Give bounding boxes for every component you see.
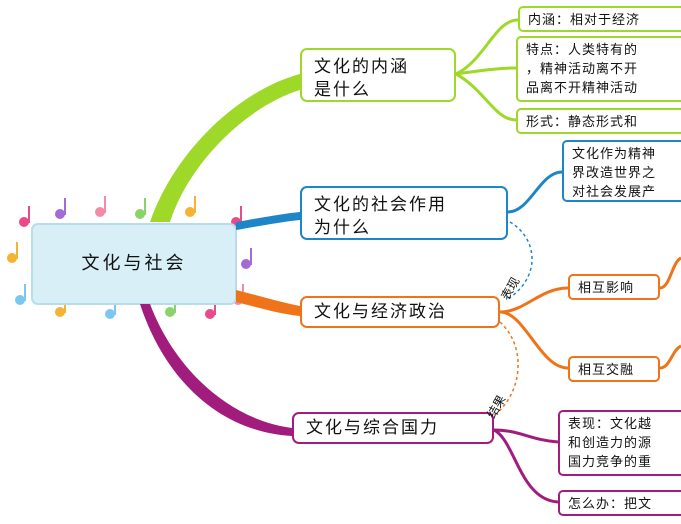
branch-culture-role[interactable]: 文化的社会作用 为什么 bbox=[300, 186, 508, 240]
orange-trunk bbox=[236, 290, 300, 316]
green-trunk bbox=[150, 74, 300, 222]
blue-trunk bbox=[236, 212, 300, 230]
leaf-role-description[interactable]: 文化作为精神 界改造世界之 对社会发展产 bbox=[562, 140, 681, 202]
central-node-shape bbox=[31, 223, 237, 305]
branch-culture-econ-politics[interactable]: 文化与经济政治 bbox=[300, 296, 500, 328]
leaf-power-manifestation[interactable]: 表现：文化越 和创造力的源 国力竞争的重 bbox=[558, 410, 681, 476]
central-topic[interactable]: 文化与社会 bbox=[81, 253, 187, 274]
leaf-meaning-traits[interactable]: 特点：人类特有的 ，精神活动离不开 品离不开精神活动 bbox=[516, 36, 681, 102]
branch-culture-national-power[interactable]: 文化与综合国力 bbox=[292, 412, 494, 444]
branch-culture-meaning[interactable]: 文化的内涵 是什么 bbox=[300, 48, 456, 102]
purple-trunk bbox=[140, 304, 292, 436]
leaf-meaning-forms[interactable]: 形式：静态形式和 bbox=[516, 108, 681, 134]
leaf-mutual-influence[interactable]: 相互影响 bbox=[568, 274, 660, 300]
leaf-power-what-to-do[interactable]: 怎么办：把文 bbox=[558, 490, 681, 516]
leaf-mutual-blending[interactable]: 相互交融 bbox=[568, 356, 660, 382]
leaf-meaning-definition[interactable]: 内涵：相对于经济 bbox=[518, 6, 681, 32]
relation-result-arc bbox=[489, 321, 519, 419]
